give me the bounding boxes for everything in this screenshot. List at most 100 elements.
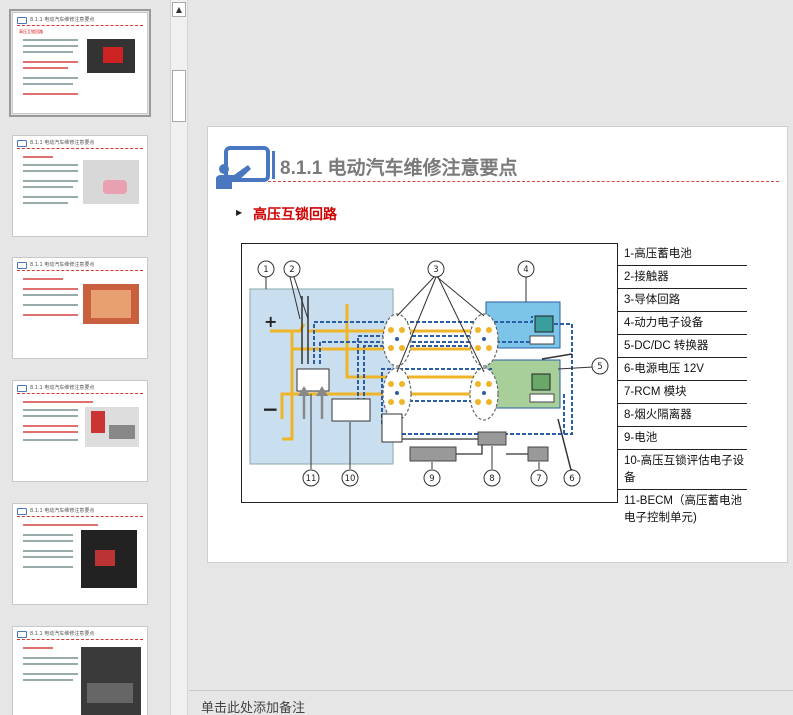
slide-thumbnail-6[interactable]: 8.1.1 电动汽车维修注意要点 <box>12 626 148 715</box>
module-label-plate <box>529 393 555 403</box>
connector-pins-blue <box>395 337 486 395</box>
thumbnail-text-line <box>23 673 78 675</box>
scroll-thumb[interactable] <box>172 70 186 122</box>
callout-10: 10 <box>345 474 356 484</box>
thumbnail-image <box>87 39 135 73</box>
thumbnail-text-line <box>23 61 78 63</box>
thumbnail-title: 8.1.1 电动汽车维修注意要点 <box>30 17 95 23</box>
slide-thumbnail-2[interactable]: 8.1.1 电动汽车维修注意要点 <box>12 135 148 237</box>
thumbnail-text-line <box>23 156 53 158</box>
thumbnail-text-line <box>23 164 78 166</box>
becm-box <box>296 368 330 392</box>
thumbnail-text-line <box>23 401 93 403</box>
callout-9: 9 <box>429 474 434 484</box>
notes-pane[interactable]: 单击此处添加备注 <box>189 690 793 715</box>
legend-row: 8-烟火隔离器 <box>618 404 747 427</box>
module-label-plate <box>529 335 555 345</box>
thumbnail-image <box>83 160 139 204</box>
presenter-icon <box>17 631 27 638</box>
thumbnail-text-line <box>23 439 78 441</box>
slide-thumbnail-3[interactable]: 8.1.1 电动汽车维修注意要点 <box>12 257 148 359</box>
interlock-connector-box <box>381 413 403 443</box>
thumbnail-text-line <box>23 93 78 95</box>
hvil-evaluation-box <box>331 398 371 422</box>
thumbnail-text-line <box>23 524 98 526</box>
hv-interlock-diagram[interactable]: + − <box>241 243 617 503</box>
thumbnail-title: 8.1.1 电动汽车维修注意要点 <box>30 140 95 146</box>
title-accent-bar <box>272 151 275 179</box>
thumbnail-rule <box>17 25 143 26</box>
plus-sign: + <box>264 312 277 331</box>
legend-row: 5-DC/DC 转换器 <box>618 335 747 358</box>
legend-row: 7-RCM 模块 <box>618 381 747 404</box>
thumbnail-text-line <box>23 663 78 665</box>
thumbnail-text-line <box>23 45 78 47</box>
thumbnail-text-line <box>23 534 73 536</box>
slide-title[interactable]: 8.1.1 电动汽车维修注意要点 <box>280 158 518 179</box>
legend-row: 4-动力电子设备 <box>618 312 747 335</box>
thumbnail-text-line <box>23 180 78 182</box>
thumbnail-text-line <box>23 431 78 433</box>
diagram-legend-table[interactable]: 1-高压蓄电池 2-接触器 3-导体回路 4-动力电子设备 5-DC/DC 转换… <box>617 243 747 524</box>
presenter-icon <box>17 262 27 269</box>
callout-11: 11 <box>306 474 317 484</box>
arrow-lines <box>302 394 324 419</box>
thumbnail-text-line <box>23 425 78 427</box>
thumbnail-rule <box>17 516 143 517</box>
battery-12v-box <box>409 446 457 462</box>
thumbnail-title: 8.1.1 电动汽车维修注意要点 <box>30 631 95 637</box>
slide-thumbnail-1[interactable]: 8.1.1 电动汽车维修注意要点 高压互锁回路 <box>9 9 151 117</box>
callout-3: 3 <box>433 265 438 275</box>
arrow-heads <box>298 386 328 396</box>
hv-interlock-schematic: + − <box>249 260 609 487</box>
connector-pins <box>388 327 492 405</box>
control-lines <box>301 296 573 475</box>
thumbnail-text-line <box>23 540 73 542</box>
thumbnail-text-line <box>23 196 78 198</box>
callout-4: 4 <box>523 265 528 275</box>
thumbnail-text-line <box>23 647 53 649</box>
thumbnail-rule <box>17 270 143 271</box>
slide-thumbnail-pane[interactable]: 8.1.1 电动汽车维修注意要点 高压互锁回路 8.1.1 电动汽车维修注意要点 <box>0 0 170 715</box>
thumbnail-text-line <box>23 202 68 204</box>
slide-thumbnail-5[interactable]: 8.1.1 电动汽车维修注意要点 <box>12 503 148 605</box>
bullet-heading[interactable]: 高压互锁回路 <box>253 206 337 222</box>
thumbnail-text-line <box>23 186 73 188</box>
thumbnail-heading: 高压互锁回路 <box>19 29 43 34</box>
scroll-up-arrow-icon[interactable]: ▲ <box>172 2 186 17</box>
thumbnail-rule <box>17 148 143 149</box>
thumbnail-text-line <box>23 679 73 681</box>
notes-placeholder[interactable]: 单击此处添加备注 <box>201 701 306 715</box>
module-connector <box>531 373 551 391</box>
thumbnail-scrollbar[interactable]: ▲ <box>170 0 188 715</box>
slide-thumbnail-4[interactable]: 8.1.1 电动汽车维修注意要点 <box>12 380 148 482</box>
thumbnail-text-line <box>23 170 78 172</box>
thumbnail-text-line <box>23 556 73 558</box>
title-divider <box>268 181 779 182</box>
thumbnail-text-line <box>23 51 73 53</box>
signal-lines <box>402 438 528 455</box>
legend-row: 11-BECM（高压蓄电池电子控制单元) <box>624 495 742 524</box>
thumbnail-text-line <box>23 294 78 296</box>
thumbnail-text-line <box>23 39 78 41</box>
thumbnail-image <box>81 647 141 715</box>
thumbnail-text-line <box>23 304 78 306</box>
thumbnail-text-line <box>23 67 68 69</box>
callout-5: 5 <box>597 362 602 372</box>
thumbnail-text-line <box>23 288 78 290</box>
legend-row: 1-高压蓄电池 <box>618 243 747 266</box>
slide-canvas[interactable]: 8.1.1 电动汽车维修注意要点 ▶ 高压互锁回路 + − <box>207 126 788 563</box>
legend-row: 2-接触器 <box>618 266 747 289</box>
presenter-icon <box>17 508 27 515</box>
presenter-icon <box>17 140 27 147</box>
callout-labels: 1 2 3 4 5 6 7 8 9 10 11 <box>263 265 602 484</box>
slide-editor: 8.1.1 电动汽车维修注意要点 ▶ 高压互锁回路 + − <box>189 0 793 690</box>
thumbnail-text-line <box>23 77 78 79</box>
callout-7: 7 <box>536 474 541 484</box>
presenter-board-icon <box>216 146 270 189</box>
callout-6: 6 <box>569 474 574 484</box>
callout-8: 8 <box>489 474 494 484</box>
thumbnail-text-line <box>23 314 78 316</box>
thumbnail-title: 8.1.1 电动汽车维修注意要点 <box>30 262 95 268</box>
